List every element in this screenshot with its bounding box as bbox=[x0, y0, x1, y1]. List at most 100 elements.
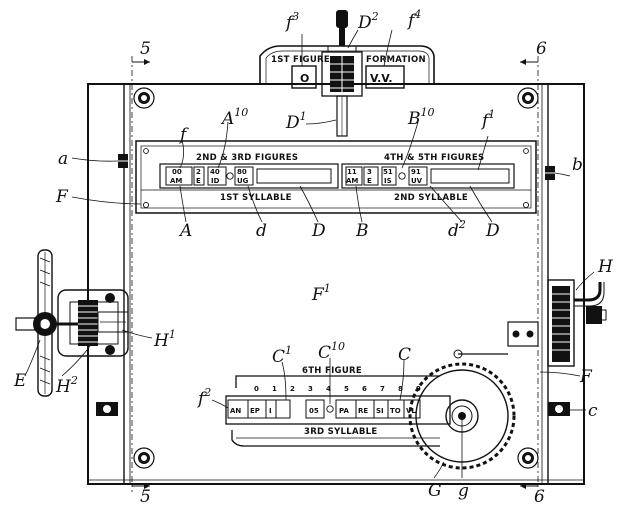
window-ur-3: E bbox=[367, 177, 372, 185]
ref-f4: f4 bbox=[406, 8, 421, 31]
ref-D1: D1 bbox=[285, 110, 307, 133]
ref-section-6-top: 6 bbox=[536, 39, 547, 59]
window-ul-1: 2 bbox=[196, 168, 201, 176]
leader-lines bbox=[25, 29, 595, 479]
ref-f3: f3 bbox=[284, 10, 299, 33]
scale-number-5: 5 bbox=[344, 385, 349, 393]
window-ul-5: ID bbox=[211, 177, 220, 185]
ref-section-5-bottom: 5 bbox=[140, 487, 151, 507]
window-ul-2: AM bbox=[170, 177, 182, 185]
left-gear-stack bbox=[78, 300, 98, 346]
ref-F-right: F bbox=[579, 367, 593, 387]
bracket bbox=[507, 321, 539, 347]
knob-assembly[interactable] bbox=[321, 10, 363, 137]
upper-right-window-group: 11 3 AM E 51 IS 91 UV bbox=[341, 163, 515, 189]
caption-syllable-2: 2ND SYLLABLE bbox=[394, 193, 468, 203]
window-ur-2: AM bbox=[346, 177, 358, 185]
window-bottom-1: EP bbox=[250, 407, 260, 415]
ref-D-left: D bbox=[311, 221, 326, 241]
ref-f1: f1 bbox=[480, 108, 495, 131]
upper-slide-plate bbox=[135, 140, 537, 214]
ref-F1: F1 bbox=[311, 282, 331, 305]
ref-H: H bbox=[597, 257, 614, 277]
section-line-6 bbox=[520, 56, 539, 492]
scale-number-4: 4 bbox=[326, 385, 331, 393]
ref-B10: B10 bbox=[407, 106, 435, 129]
caption-syllable-3: 3RD SYLLABLE bbox=[304, 427, 377, 437]
section-line-5 bbox=[131, 56, 150, 492]
formation-value: V.V. bbox=[370, 72, 393, 85]
ref-H1: H1 bbox=[153, 328, 176, 351]
screw-left-bottom bbox=[96, 402, 118, 416]
hand-wheel[interactable] bbox=[15, 249, 78, 397]
ref-a: a bbox=[58, 149, 68, 169]
scale-number-3: 3 bbox=[308, 385, 313, 393]
first-figure-value: O bbox=[300, 72, 309, 85]
window-bottom-7: TO bbox=[390, 407, 401, 415]
window-ul-4: 40 bbox=[210, 168, 220, 176]
ref-A: A bbox=[178, 221, 192, 241]
ref-F: F bbox=[55, 187, 69, 207]
corner-bosses bbox=[133, 87, 539, 469]
window-bottom-4: PA bbox=[339, 407, 349, 415]
ref-C-top: C bbox=[398, 345, 411, 365]
window-ur-4: 51 bbox=[383, 168, 393, 176]
window-bottom-3: 05 bbox=[309, 407, 319, 415]
ref-section-5-top: 5 bbox=[140, 39, 151, 59]
ref-H2: H2 bbox=[55, 374, 78, 397]
screw-a bbox=[118, 154, 128, 168]
ref-D2: D2 bbox=[357, 10, 379, 33]
ref-section-6-bottom: 6 bbox=[534, 487, 545, 507]
window-ur-7: UV bbox=[411, 177, 423, 185]
window-bottom-5: RE bbox=[358, 407, 368, 415]
caption-first-figure: 1ST FIGURE bbox=[271, 55, 330, 65]
caption-figures-4-5: 4TH & 5TH FIGURES bbox=[384, 153, 484, 163]
ref-G: G bbox=[428, 481, 442, 501]
window-ur-6: 91 bbox=[411, 168, 421, 176]
upper-left-window-group: 00 2 AM E 40 ID 80 UG bbox=[159, 163, 339, 189]
left-mechanism[interactable] bbox=[15, 249, 129, 397]
boss-top-right bbox=[517, 87, 539, 109]
window-ur-1: 3 bbox=[367, 168, 372, 176]
screw-b bbox=[545, 166, 555, 180]
ref-f: f bbox=[178, 125, 189, 145]
ref-B: B bbox=[355, 221, 369, 241]
ref-b: b bbox=[572, 155, 583, 175]
reference-letters: f3 D2 f4 D1 A10 B10 f f1 a b F A d D B d… bbox=[13, 8, 614, 507]
ref-d: d bbox=[256, 221, 267, 241]
caption-syllable-1: 1ST SYLLABLE bbox=[220, 193, 292, 203]
figure-scale: 0 1 2 3 4 5 6 7 8 9 bbox=[254, 385, 421, 393]
right-mechanism[interactable] bbox=[547, 279, 607, 367]
window-ul-3: E bbox=[196, 177, 201, 185]
caption-formation: FORMATION bbox=[366, 55, 426, 65]
formation-panel: 1ST FIGURE FORMATION O V.V. bbox=[271, 55, 426, 89]
ref-E: E bbox=[13, 371, 27, 391]
scale-number-6: 6 bbox=[362, 385, 367, 393]
window-ur-0: 11 bbox=[347, 168, 357, 176]
window-ul-6: 80 bbox=[237, 168, 247, 176]
indicator-column bbox=[330, 56, 354, 92]
ref-f2: f2 bbox=[196, 386, 211, 409]
boss-top-left bbox=[133, 87, 155, 109]
screw-right-bottom bbox=[548, 402, 570, 416]
caption-figures-2-3: 2ND & 3RD FIGURES bbox=[196, 153, 298, 163]
boss-bottom-right bbox=[517, 447, 539, 469]
dial-lever bbox=[453, 349, 508, 359]
scale-number-8: 8 bbox=[398, 385, 403, 393]
ref-C1: C1 bbox=[272, 344, 292, 367]
scale-number-2: 2 bbox=[290, 385, 295, 393]
ref-D-right: D bbox=[485, 221, 500, 241]
caption-figure-6: 6TH FIGURE bbox=[302, 366, 362, 376]
window-ur-5: IS bbox=[384, 177, 392, 185]
window-ul-7: UG bbox=[237, 177, 249, 185]
scale-number-1: 1 bbox=[272, 385, 277, 393]
window-bottom-0: AN bbox=[230, 407, 241, 415]
ref-A10: A10 bbox=[220, 106, 248, 129]
scale-number-0: 0 bbox=[254, 385, 259, 393]
window-bottom-6: SI bbox=[376, 407, 384, 415]
ref-g: g bbox=[458, 481, 469, 501]
scale-number-7: 7 bbox=[380, 385, 385, 393]
boss-bottom-left bbox=[133, 447, 155, 469]
ref-d2: d2 bbox=[448, 218, 466, 241]
